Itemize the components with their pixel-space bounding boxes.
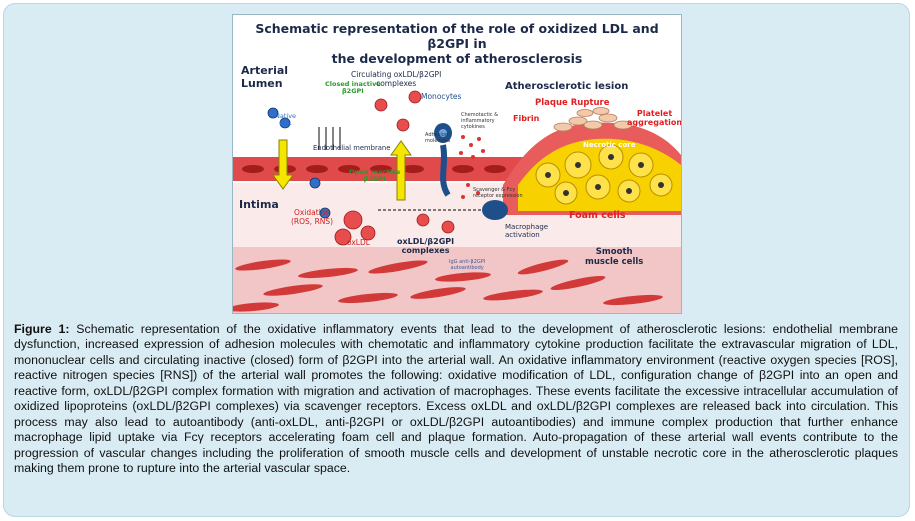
oxldl-particles — [334, 90, 455, 246]
caption-label: Figure 1: — [14, 322, 70, 336]
figure-title: Schematic representation of the role of … — [233, 21, 681, 66]
platelets — [553, 107, 633, 132]
igg-autoantibody-label: IgG anti-β2GPI autoantibody — [449, 259, 486, 271]
atherosclerosis-diagram — [233, 70, 681, 313]
caption-text: Schematic representation of the oxidativ… — [14, 322, 898, 476]
macrophage-activation-label: Macrophage activation — [505, 223, 549, 240]
atherosclerotic-lesion-label: Atherosclerotic lesion — [505, 81, 629, 92]
ldl-particles — [267, 107, 331, 219]
oxidation-label: Oxidation (ROS, RNS) — [291, 208, 334, 226]
b2gpi-arrows — [318, 127, 341, 150]
figure-title-line-2: the development of atherosclerosis — [331, 51, 583, 66]
circulating-complexes-label: Circulating oxLDL/β2GPI complexes — [351, 70, 442, 88]
necrotic-core-label: Necrotic core — [583, 141, 636, 149]
cytokine-dots — [459, 135, 485, 199]
closed-inactive-b2gpi-label: Closed inactive β2GPI — [325, 80, 381, 96]
platelet-aggregation-label: Platelet aggregation — [627, 109, 682, 128]
scavenger-label: Scavenger & Fcγ receptor expression — [473, 187, 523, 199]
smooth-muscle-cells — [233, 259, 663, 312]
open-reactive-b2gpi-label: Open reactive β2GPI — [349, 168, 401, 184]
endothelial-membrane-label: Endothelial membrane — [313, 144, 391, 152]
plaque-rupture-label: Plaque Rupture — [535, 98, 610, 108]
figure-title-line-1: Schematic representation of the role of … — [255, 21, 659, 51]
migration-arrows — [272, 139, 412, 201]
arterial-lumen-label: Arterial Lumen — [241, 64, 289, 90]
complexes-label: oxLDL/β2GPI complexes — [397, 237, 455, 256]
monocytes-label: Monocytes — [421, 92, 462, 101]
macrophage-cell — [482, 200, 508, 220]
foam-cells-label: Foam cells — [569, 210, 626, 221]
chemotactic-cytokines-label: Chemotactic & inflammatory cytokines — [461, 112, 499, 130]
adhesion-molecules-label: Adhesion molecules — [425, 132, 451, 144]
foam-cell-nuclei — [545, 154, 664, 196]
native-ldl-label: Native LDL — [275, 112, 297, 128]
figure-image: Schematic representation of the role of … — [232, 14, 682, 314]
smooth-muscle-cells-label: Smooth muscle cells — [585, 247, 644, 267]
fibrin-label: Fibrin — [513, 114, 540, 123]
oxldl-label: oxLDL — [347, 238, 370, 247]
figure-caption: Figure 1: Schematic representation of th… — [14, 322, 898, 477]
intima-label: Intima — [239, 198, 279, 211]
